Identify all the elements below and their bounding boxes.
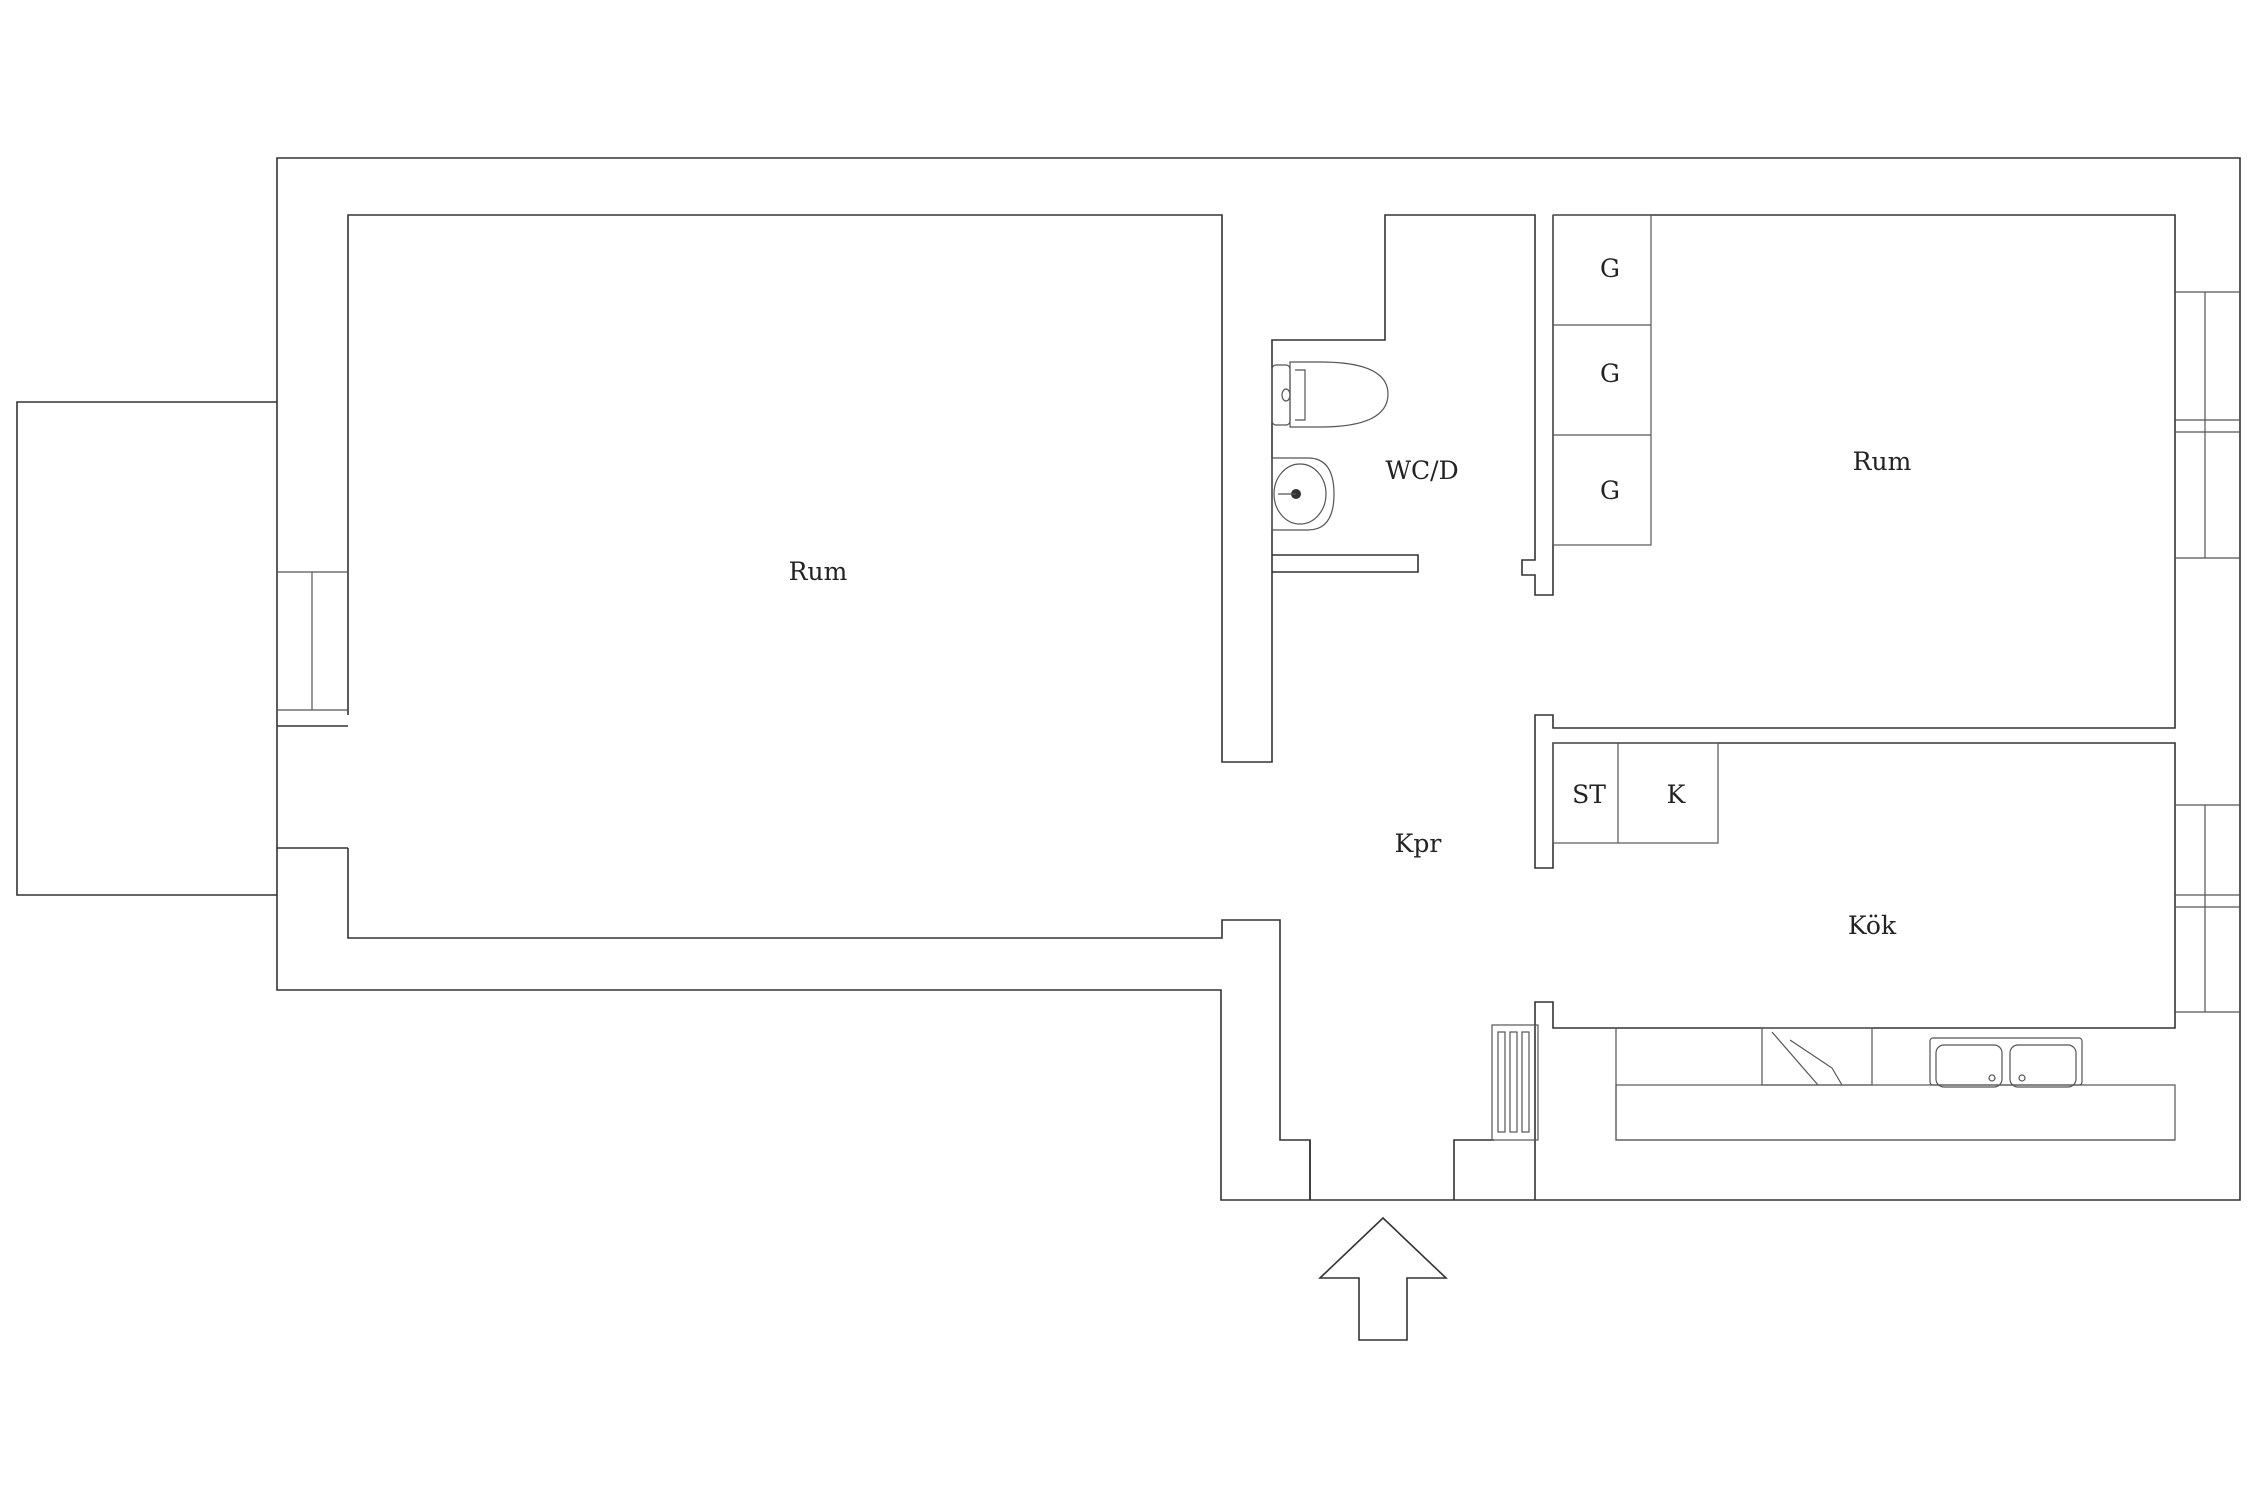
outer-wall [276,157,2241,1201]
kitchen-counter [1615,1028,2176,1141]
entrance-door [1309,1139,1494,1200]
washbasin-icon [1271,457,1335,531]
stove-icon [1761,1027,1873,1086]
room-label-living-room: Rum [789,557,848,586]
balcony [16,401,277,896]
closet-label-wardrobe-1: G [1600,254,1620,283]
entrance-arrow-icon [1318,1216,1448,1341]
wardrobes [1552,214,1652,546]
double-sink-icon [1929,1037,2083,1088]
bedroom-walls [1534,214,2240,1200]
room-label-hallway: Kpr [1395,829,1442,858]
toilet-icon [1271,361,1389,428]
closet-label-storage: ST [1572,780,1606,809]
room-label-kitchen: Kök [1848,911,1897,940]
closet-label-coat: K [1667,780,1687,809]
bathroom-walls [1271,214,1554,596]
living-room-walls [277,214,1311,1200]
storage-closets [1552,742,1719,844]
room-label-bathroom: WC/D [1385,456,1458,485]
room-label-bedroom: Rum [1853,447,1912,476]
closet-label-wardrobe-2: G [1600,359,1620,388]
radiator-icon [1491,1024,1539,1141]
closet-label-wardrobe-3: G [1600,476,1620,505]
